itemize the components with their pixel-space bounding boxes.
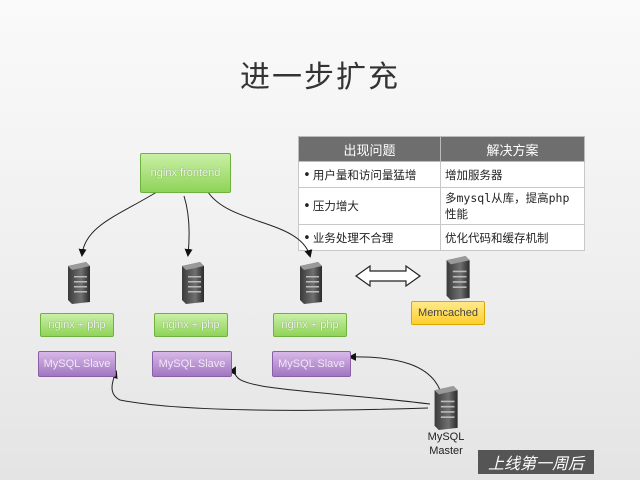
problem-cell: •业务处理不合理: [298, 224, 441, 251]
table-row: •业务处理不合理 优化代码和缓存机制: [298, 224, 585, 251]
server-icon: [68, 262, 90, 304]
bullet-icon: •: [303, 199, 311, 214]
corner-caption: 上线第一周后: [478, 450, 594, 474]
problem-cell: •压力增大: [298, 187, 441, 225]
table-row: •压力增大 多mysql从库，提高php性能: [298, 187, 585, 225]
nginx-php-node: nginx + php: [154, 313, 228, 337]
solution-cell: 优化代码和缓存机制: [440, 224, 585, 251]
arrow-frontend-web3: [207, 191, 313, 258]
nginx-frontend-node: nginx frontend: [140, 153, 231, 193]
server-icon: [182, 262, 204, 304]
bullet-icon: •: [303, 167, 311, 183]
header-problem: 出现问题: [298, 136, 441, 162]
mysql-slave-node: MySQL Slave: [152, 351, 232, 377]
slide-title: 进一步扩充: [240, 60, 400, 95]
problem-solution-table: 出现问题 解决方案 •用户量和访问量猛增 增加服务器 •压力增大 多mysql从…: [298, 136, 585, 251]
arrow-master-slave3: [348, 352, 441, 391]
mysql-slave-node: MySQL Slave: [272, 351, 351, 377]
memcached-node: Memcached: [411, 301, 485, 325]
table-row: •用户量和访问量猛增 增加服务器: [298, 161, 585, 188]
arrow-frontend-web2: [183, 195, 193, 257]
header-solution: 解决方案: [440, 136, 585, 162]
arrow-master-slave2: [228, 366, 431, 405]
solution-cell: 增加服务器: [440, 161, 585, 188]
problem-cell: •用户量和访问量猛增: [298, 161, 441, 188]
arrow-frontend-web1: [78, 189, 161, 257]
double-arrow-icon: [354, 264, 422, 288]
solution-cell: 多mysql从库，提高php性能: [440, 187, 585, 225]
mysql-master-label: MySQL Master: [427, 431, 465, 457]
nginx-php-node: nginx + php: [273, 313, 347, 337]
arrow-master-slave1: [110, 370, 429, 411]
server-icon: [434, 386, 458, 430]
table-header-row: 出现问题 解决方案: [298, 136, 585, 162]
server-icon: [300, 262, 322, 304]
server-icon: [446, 256, 470, 300]
nginx-php-node: nginx + php: [40, 313, 114, 337]
bullet-icon: •: [303, 230, 311, 246]
mysql-slave-node: MySQL Slave: [38, 351, 116, 377]
